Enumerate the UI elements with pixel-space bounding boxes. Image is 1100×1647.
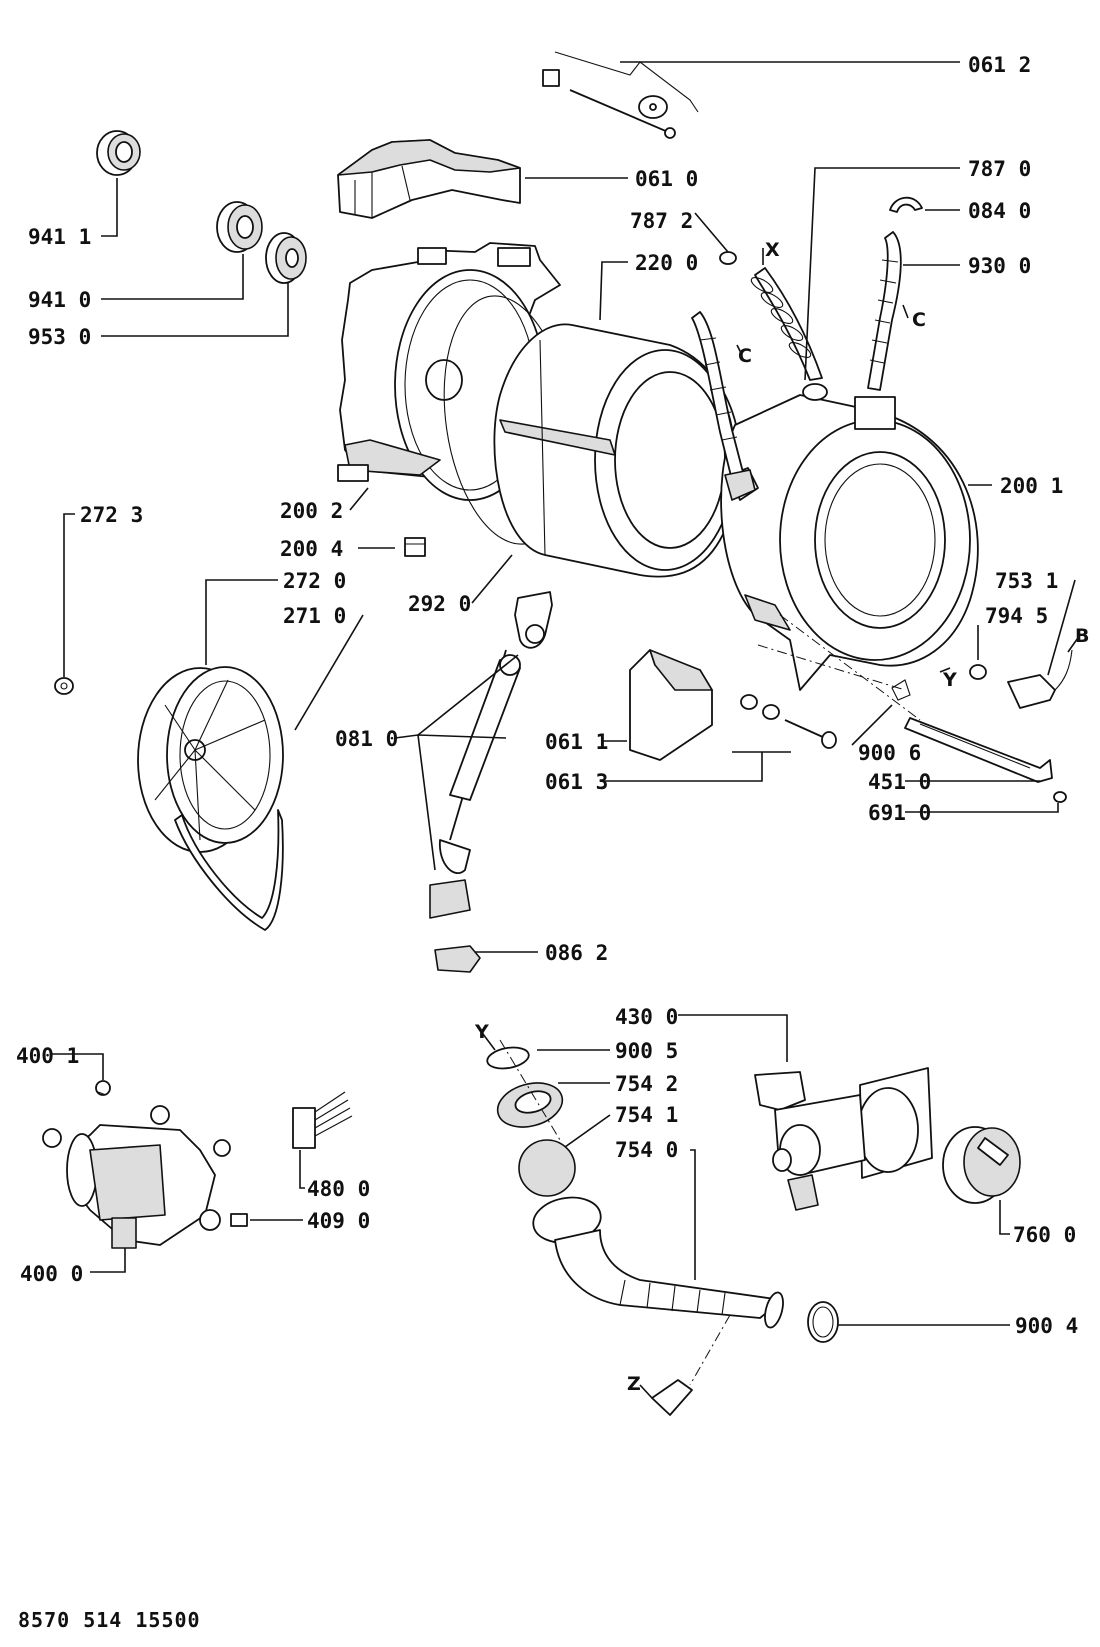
part-7540-sump-hose — [532, 1196, 784, 1329]
part-7541-ball — [518, 1139, 576, 1197]
label-9300: 930 0 — [968, 254, 1031, 278]
part-7542-seal-ring — [496, 1082, 564, 1128]
label-9530: 953 0 — [28, 325, 91, 349]
part-9300-hose — [867, 231, 902, 391]
part-4800-connector — [292, 1091, 353, 1149]
label-0840: 084 0 — [968, 199, 1031, 223]
part-2004-clip — [404, 537, 426, 557]
part-0612-rod-bracket — [542, 51, 699, 139]
part-0611-counterweight — [629, 649, 713, 761]
part-4090-brush — [230, 1213, 248, 1227]
label-2920: 292 0 — [408, 592, 471, 616]
part-4300-drain-pump — [754, 1067, 933, 1211]
label-7600: 760 0 — [1013, 1223, 1076, 1247]
part-9410-bearing — [216, 201, 263, 253]
part-2001-front-tub — [720, 394, 979, 691]
label-2723: 272 3 — [80, 503, 143, 527]
tag-y-upper: Y — [942, 669, 957, 691]
part-9006-clip — [891, 679, 911, 701]
part-0613-bolt-set — [740, 694, 837, 749]
label-9410: 941 0 — [28, 288, 91, 312]
label-4510: 451 0 — [868, 770, 931, 794]
tag-c-left: C — [738, 345, 752, 367]
label-4090: 409 0 — [307, 1209, 370, 1233]
label-2720: 272 0 — [283, 569, 346, 593]
part-2723-nut — [54, 677, 74, 695]
part-2200-drum — [493, 323, 742, 578]
label-2004: 200 4 — [280, 537, 343, 561]
part-c-hose — [691, 311, 756, 501]
connection-tags: X C C B Y Y Z — [474, 239, 1089, 1395]
tag-c-right: C — [912, 309, 926, 331]
part-4000-motor — [42, 1105, 231, 1249]
tag-b: B — [1075, 625, 1089, 647]
label-4300: 430 0 — [615, 1005, 678, 1029]
label-4800: 480 0 — [307, 1177, 370, 1201]
document-number: 8570 514 15500 — [18, 1608, 201, 1632]
part-9530-seal — [265, 232, 307, 284]
label-0613: 061 3 — [545, 770, 608, 794]
part-0840-cap — [889, 196, 923, 213]
part-2720-pulley — [137, 666, 284, 853]
label-7531: 753 1 — [995, 569, 1058, 593]
label-9411: 941 1 — [28, 225, 91, 249]
part-9005-clamp — [486, 1046, 530, 1070]
label-0610: 061 0 — [635, 167, 698, 191]
label-7542: 754 2 — [615, 1072, 678, 1096]
label-2710: 271 0 — [283, 604, 346, 628]
part-0862-bracket — [434, 945, 481, 973]
tag-z: Z — [627, 1373, 641, 1395]
tag-x: X — [765, 239, 780, 261]
label-2002: 200 2 — [280, 499, 343, 523]
label-7870: 787 0 — [968, 157, 1031, 181]
label-2001: 200 1 — [1000, 474, 1063, 498]
label-2200: 220 0 — [635, 251, 698, 275]
label-7945: 794 5 — [985, 604, 1048, 628]
part-z-elbow — [651, 1379, 693, 1416]
label-9004: 900 4 — [1015, 1314, 1078, 1338]
part-0810-shock-absorber — [429, 591, 553, 919]
leader-lines — [50, 61, 1081, 1399]
label-9006: 900 6 — [858, 741, 921, 765]
part-0610-counterweight — [337, 139, 521, 219]
label-7540: 754 0 — [615, 1138, 678, 1162]
part-4510-heater — [904, 717, 1053, 783]
part-9411-bearing — [96, 130, 141, 176]
part-9004-hose-clamp — [807, 1301, 839, 1343]
assembly-centerlines — [499, 614, 921, 1386]
tag-y-lower: Y — [474, 1021, 489, 1043]
part-2710-belt — [174, 809, 284, 931]
label-4000: 400 0 — [20, 1262, 83, 1286]
part-4001-plug — [95, 1080, 111, 1096]
label-9005: 900 5 — [615, 1039, 678, 1063]
label-0611: 061 1 — [545, 730, 608, 754]
label-0862: 086 2 — [545, 941, 608, 965]
label-7541: 754 1 — [615, 1103, 678, 1127]
part-6910-nut — [1053, 791, 1067, 803]
part-labels: 061 2 061 0 787 0 084 0 787 2 941 1 220 … — [16, 53, 1078, 1338]
part-7945-plug — [969, 664, 987, 680]
label-4001: 400 1 — [16, 1044, 79, 1068]
part-7531-sensor — [1007, 649, 1073, 709]
part-7600-filter — [942, 1126, 1021, 1204]
label-0810: 081 0 — [335, 727, 398, 751]
label-7872: 787 2 — [630, 209, 693, 233]
part-7872-clip — [719, 251, 737, 265]
part-7870-bellows — [750, 267, 828, 401]
label-0612: 061 2 — [968, 53, 1031, 77]
label-6910: 691 0 — [868, 801, 931, 825]
